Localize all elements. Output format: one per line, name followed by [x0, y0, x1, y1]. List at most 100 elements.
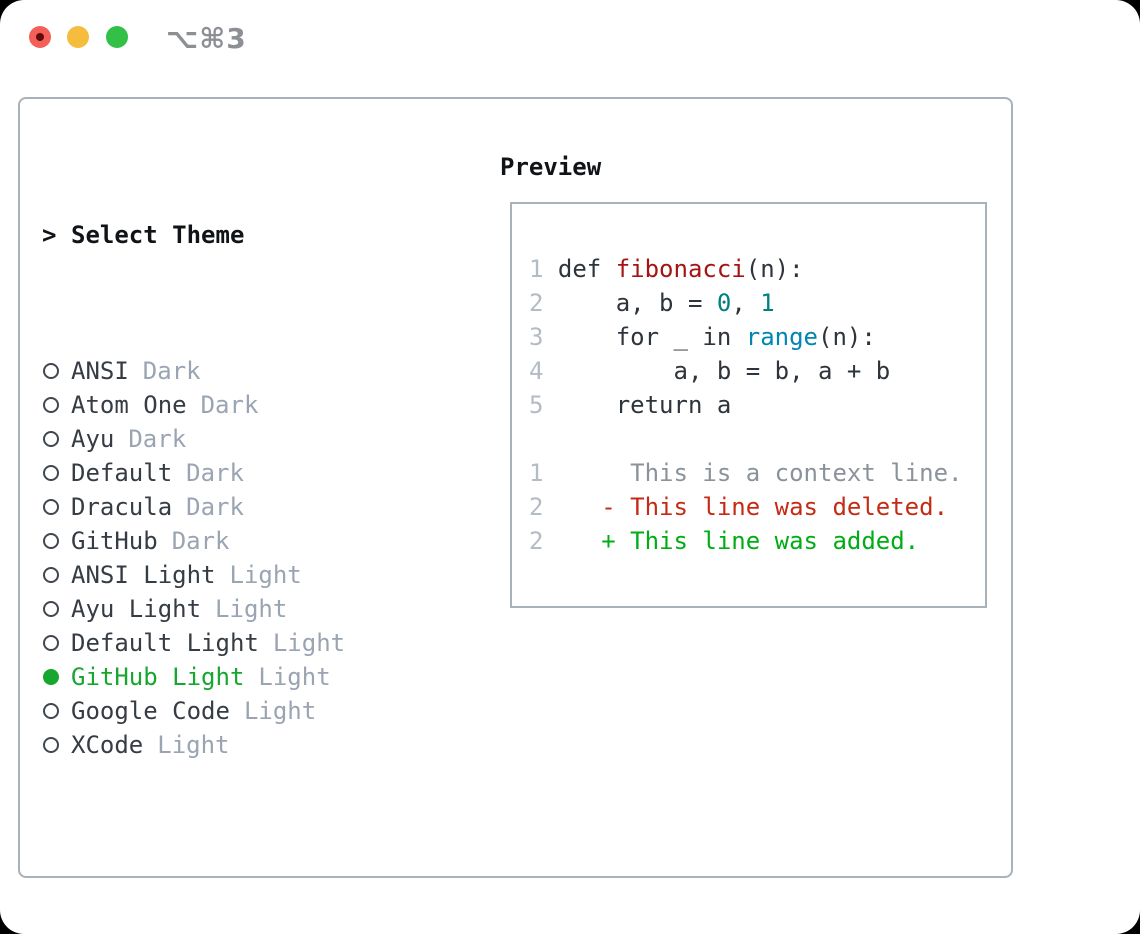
theme-name: Ayu Light	[71, 595, 202, 623]
radio-selected-icon	[43, 669, 59, 685]
theme-item[interactable]: ANSI Light Light	[42, 558, 447, 592]
diff-line: 2 - This line was deleted.	[529, 490, 963, 524]
radio-slot	[42, 728, 71, 762]
radio-slot	[42, 354, 71, 388]
code-token: return a	[615, 391, 732, 419]
code-line: 3 for _ in range(n):	[529, 320, 963, 354]
line-number: 2	[529, 527, 602, 555]
code-token: ,	[731, 289, 761, 317]
theme-variant-label: Light	[229, 561, 302, 589]
radio-icon	[43, 635, 59, 651]
theme-item[interactable]: Dracula Dark	[42, 490, 447, 524]
code-token: a, b = b, a + b	[673, 357, 891, 385]
minimize-button[interactable]	[67, 26, 89, 48]
theme-variant-label: Light	[258, 663, 331, 691]
radio-icon	[43, 737, 59, 753]
theme-variant-label: Light	[157, 731, 230, 759]
radio-icon	[43, 397, 59, 413]
code-line: 1 def fibonacci(n):	[529, 252, 963, 286]
diff-text: - This line was deleted.	[601, 493, 949, 521]
code-token: range	[745, 323, 818, 351]
radio-icon	[43, 465, 59, 481]
code-token: 0	[716, 289, 732, 317]
theme-variant-label: Dark	[186, 459, 244, 487]
code-token: (n):	[818, 323, 876, 351]
theme-variant-label: Light	[272, 629, 346, 657]
theme-variant-label: Dark	[128, 425, 187, 453]
titlebar: ⌥⌘3	[0, 0, 1140, 74]
theme-variant-label: Dark	[200, 391, 259, 419]
theme-name: XCode	[71, 731, 144, 759]
radio-icon	[43, 533, 59, 549]
radio-slot	[42, 592, 71, 626]
line-number: 4	[529, 357, 674, 385]
radio-slot	[42, 694, 71, 728]
diff-line: 2 + This line was added.	[529, 524, 963, 558]
theme-item[interactable]: XCode Light	[42, 728, 447, 762]
code-token: a, b =	[615, 289, 717, 317]
theme-name: GitHub Light	[71, 663, 245, 691]
preview-title: Preview	[500, 153, 602, 181]
code-token: def	[557, 255, 616, 283]
blank-line	[529, 422, 963, 456]
theme-name: Default Light	[71, 629, 259, 657]
code-line: 5 return a	[529, 388, 963, 422]
zoom-button[interactable]	[106, 26, 128, 48]
spacer	[42, 864, 447, 898]
diff-line: 1 This is a context line.	[529, 456, 963, 490]
code-line: 4 a, b = b, a + b	[529, 354, 963, 388]
theme-item[interactable]: ANSI Dark	[42, 354, 447, 388]
theme-name: Default	[71, 459, 173, 487]
theme-name: ANSI	[71, 357, 129, 385]
theme-variant-label: Dark	[142, 357, 201, 385]
radio-icon	[43, 703, 59, 719]
radio-slot	[42, 524, 71, 558]
prompt-caret-icon: >	[42, 221, 57, 249]
theme-item[interactable]: Default Dark	[42, 456, 447, 490]
code-token: for _ in	[615, 323, 746, 351]
theme-item[interactable]: GitHub Dark	[42, 524, 447, 558]
theme-name: Google Code	[71, 697, 230, 725]
select-theme-header-row: > Select Theme	[42, 218, 447, 252]
line-number: 2	[529, 289, 616, 317]
code-token: 1	[760, 289, 775, 317]
theme-name: Ayu	[71, 425, 115, 453]
window-title: ⌥⌘3	[166, 22, 247, 55]
close-button[interactable]	[29, 26, 51, 48]
line-number: 3	[529, 323, 616, 351]
line-number: 1	[529, 255, 558, 283]
theme-name: Atom One	[71, 391, 187, 419]
theme-item[interactable]: Ayu Dark	[42, 422, 447, 456]
radio-slot	[42, 456, 71, 490]
radio-slot	[42, 626, 71, 660]
select-theme-title: Select Theme	[71, 221, 245, 249]
code-token: (n):	[745, 255, 804, 283]
theme-item[interactable]: Atom One Dark	[42, 388, 447, 422]
theme-name: GitHub	[71, 527, 158, 555]
theme-item[interactable]: Default Light Light	[42, 626, 447, 660]
theme-variant-label: Light	[215, 595, 288, 623]
radio-icon	[43, 601, 59, 617]
line-number: 1	[529, 459, 631, 487]
radio-slot	[42, 422, 71, 456]
radio-icon	[43, 363, 59, 379]
theme-variant-label: Dark	[186, 493, 244, 521]
code-line: 2 a, b = 0, 1	[529, 286, 963, 320]
theme-name: Dracula	[71, 493, 173, 521]
radio-slot	[42, 388, 71, 422]
radio-icon	[43, 431, 59, 447]
theme-item[interactable]: GitHub Light Light	[42, 660, 447, 694]
theme-item[interactable]: Ayu Light Light	[42, 592, 447, 626]
code-token: fibonacci	[615, 255, 746, 283]
line-number: 2	[529, 493, 602, 521]
theme-variant-label: Dark	[171, 527, 230, 555]
theme-name: ANSI Light	[71, 561, 216, 589]
radio-slot	[42, 558, 71, 592]
line-number: 5	[529, 391, 616, 419]
